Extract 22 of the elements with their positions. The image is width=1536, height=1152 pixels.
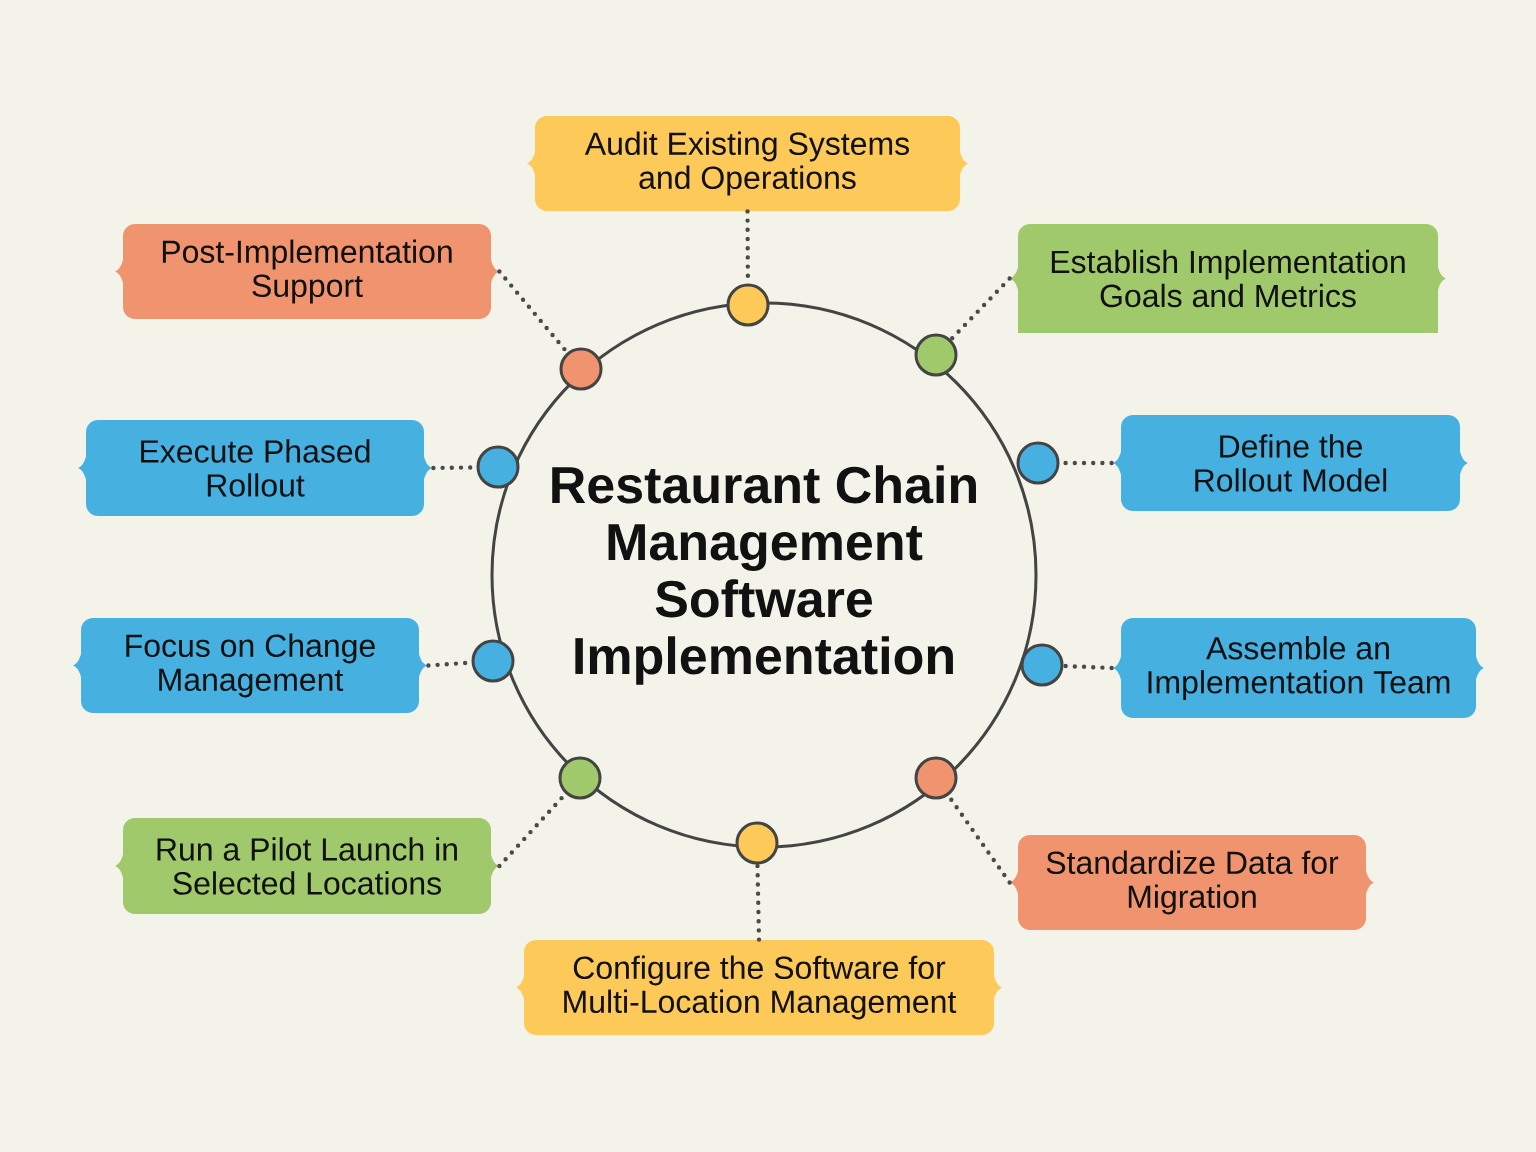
dotted-connector: [755, 862, 762, 942]
circle-marker: [735, 821, 779, 865]
circle-marker: [1016, 441, 1060, 485]
step-box: Execute Phased Rollout: [78, 420, 432, 516]
circle-marker: [559, 347, 603, 391]
step-box: Audit Existing Systems and Operations: [527, 116, 968, 211]
step-box: Configure the Software for Multi-Location Management: [516, 940, 1002, 1035]
circle-marker: [558, 756, 602, 800]
step-box: Post-Implementation Support: [115, 224, 499, 319]
step-box: Define the Rollout Model: [1113, 415, 1468, 511]
step-box: Establish Implementation Goals and Metrics: [1010, 224, 1446, 333]
step-box: Standardize Data for Migration: [1010, 835, 1374, 930]
dotted-connector: [948, 276, 1012, 342]
step-box: Focus on Change Management: [73, 618, 427, 713]
step-box: Assemble an Implementation Team: [1113, 618, 1484, 718]
circle-marker: [726, 283, 770, 327]
dotted-connector: [1061, 663, 1114, 671]
step-box: Run a Pilot Launch in Selected Locations: [115, 818, 499, 914]
circle-marker: [471, 639, 515, 683]
circle-marker: [1020, 643, 1064, 687]
circle-marker: [914, 333, 958, 377]
circle-marker: [476, 445, 520, 489]
